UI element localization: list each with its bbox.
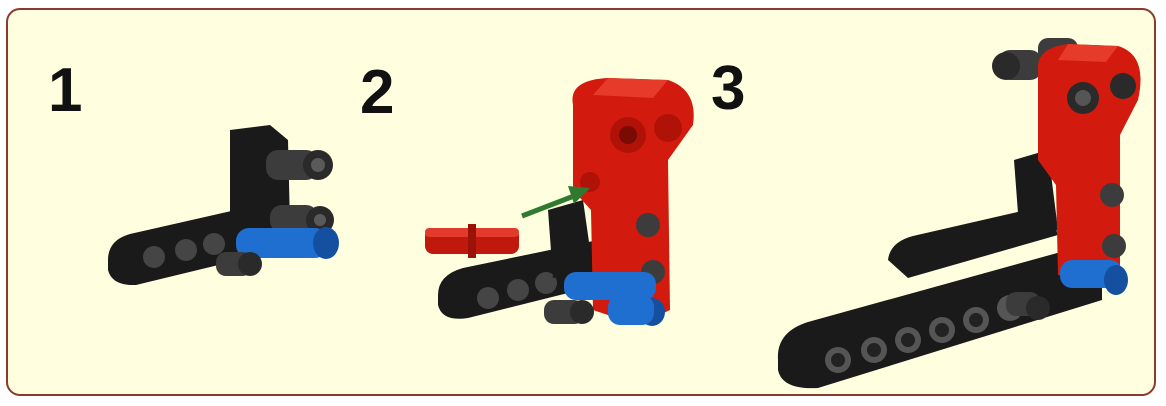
red-connector-piece — [425, 224, 519, 258]
lego-build-illustration — [8, 10, 1156, 396]
step-3-assembly — [778, 38, 1141, 388]
instruction-panel: 1 2 3 — [6, 8, 1156, 396]
step-1-assembly — [108, 125, 339, 285]
step-2-assembly — [425, 78, 694, 326]
